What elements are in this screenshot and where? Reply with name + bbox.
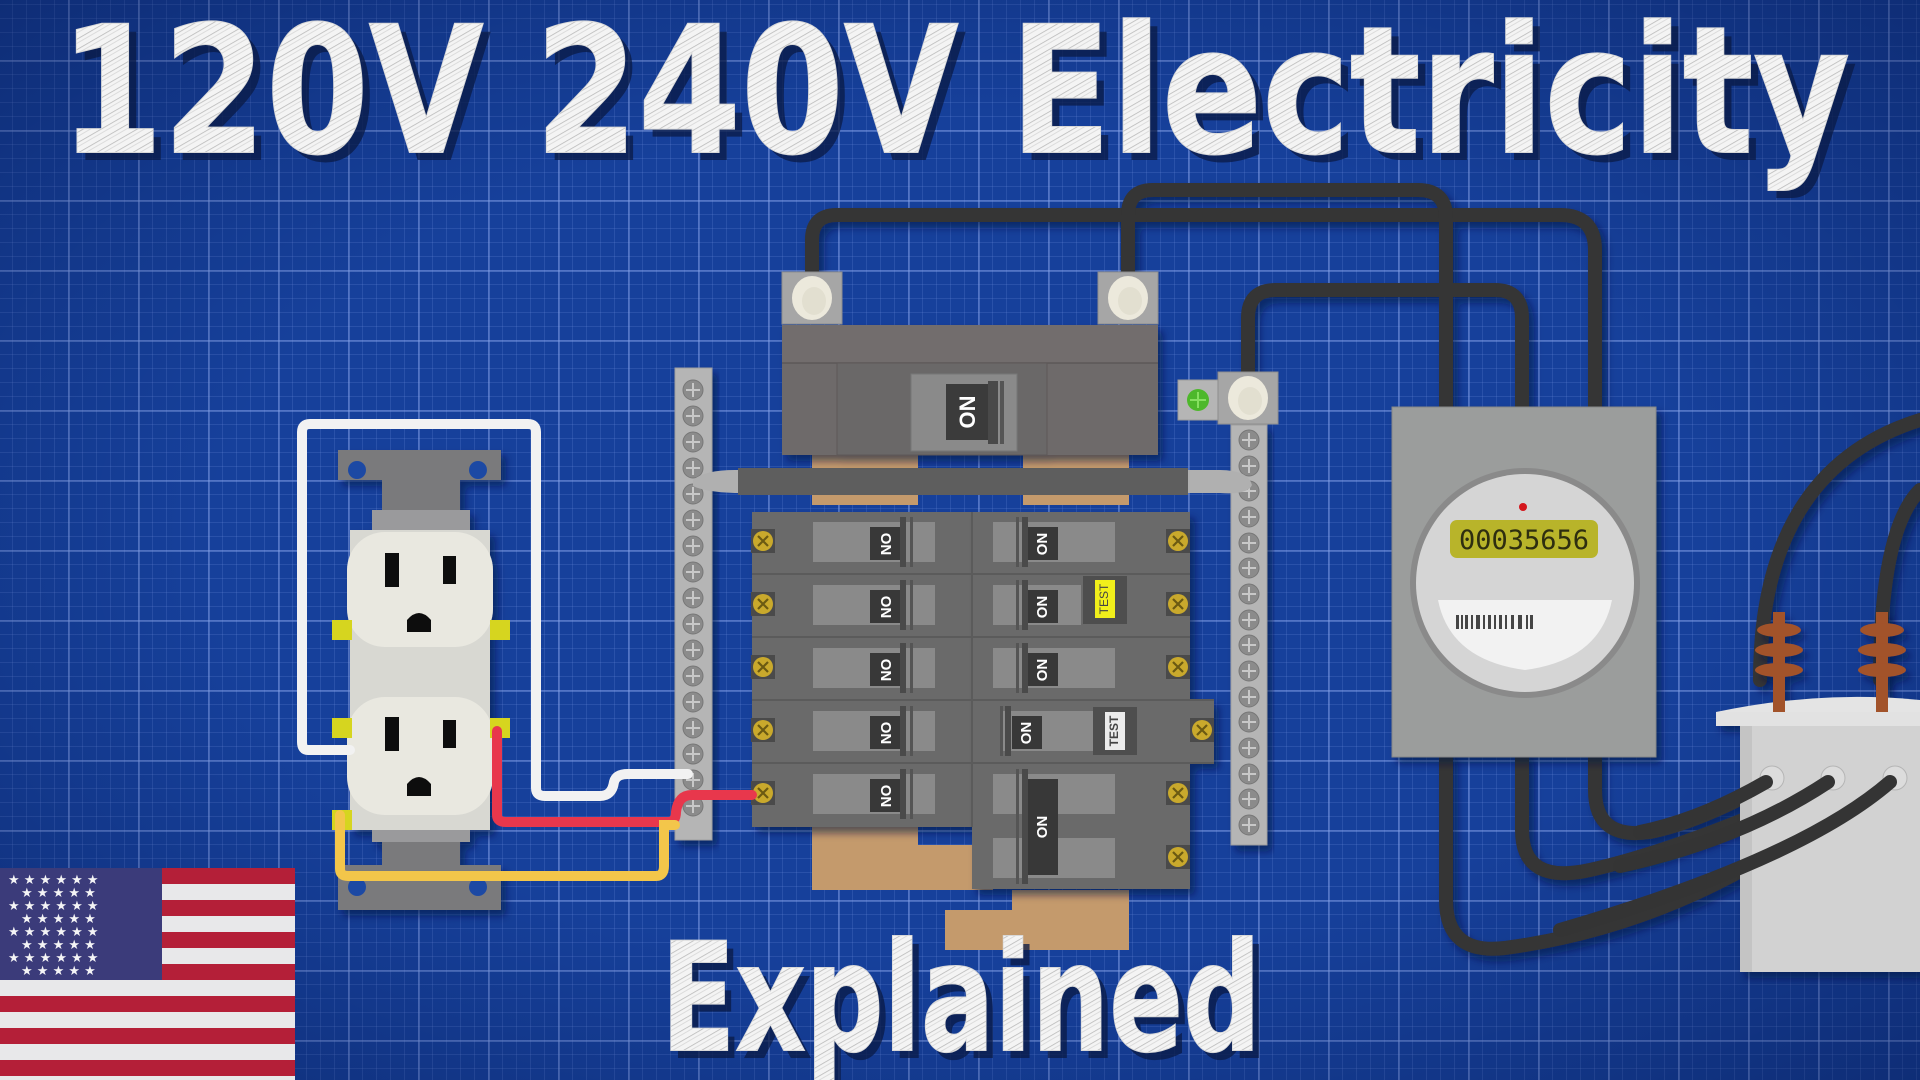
subtitle-block: Explained Explained: [660, 911, 1268, 1080]
main-breaker-label: ON: [955, 396, 980, 429]
breaker-right-3-label: ON: [1034, 659, 1051, 682]
meter-reading: 00035656: [1459, 525, 1589, 556]
title-shadow: 120V 240V Electricity: [68, 0, 1858, 202]
breaker-left-5-label: ON: [877, 785, 894, 808]
electric-meter: [1391, 406, 1657, 758]
breaker-right-1-label: ON: [1034, 533, 1051, 556]
breaker-right-1[interactable]: [971, 512, 1192, 827]
breaker-left-3-label: ON: [877, 659, 894, 682]
outlet-wires: [297, 419, 757, 881]
main-lug-left-icon: [781, 271, 843, 325]
gfci-test-button[interactable]: [1095, 580, 1115, 618]
subtitle-shadow: Explained: [668, 920, 1268, 1080]
breaker-left-4-label: ON: [877, 722, 894, 745]
breaker-left-5[interactable]: [749, 769, 935, 819]
duplex-receptacle: [338, 450, 501, 910]
bushing-icon: [1755, 612, 1906, 712]
breaker-right-4-label: ON: [1018, 722, 1035, 745]
breaker-right-2-label: ON: [1034, 596, 1051, 619]
barcode-icon: [1456, 615, 1533, 629]
breaker-right-5-double-pole[interactable]: [993, 769, 1192, 884]
breaker-right-2-gfci[interactable]: [972, 576, 1192, 638]
breaker-left-2[interactable]: [749, 580, 972, 638]
yellow-ground-wire: [335, 810, 680, 881]
svg-text:★ ★ ★ ★ ★: ★ ★ ★ ★ ★: [21, 938, 96, 953]
breaker-labels: ON ON ON ON ON ON ON ON ON ON TEST TEST: [877, 533, 1121, 839]
afci-test-label: TEST: [1107, 715, 1121, 746]
svg-text:★ ★ ★ ★ ★ ★: ★ ★ ★ ★ ★ ★: [8, 951, 99, 966]
us-flag-icon: ★ ★ ★ ★ ★ ★ ★ ★ ★ ★ ★ ★ ★ ★ ★ ★ ★ ★ ★ ★ …: [0, 868, 295, 1080]
meter-lcd: [1450, 520, 1598, 558]
main-lug-right-icon: [1097, 271, 1159, 325]
svg-text:★ ★ ★ ★ ★ ★: ★ ★ ★ ★ ★ ★: [8, 925, 99, 940]
neutral-bus-bridge: [693, 468, 1252, 495]
breaker-left-1-label: ON: [877, 533, 894, 556]
svg-text:★ ★ ★ ★ ★: ★ ★ ★ ★ ★: [21, 964, 96, 979]
svg-text:★ ★ ★ ★ ★ ★: ★ ★ ★ ★ ★ ★: [8, 873, 99, 888]
afci-test-button[interactable]: [1105, 712, 1125, 750]
title-block: 120V 240V Electricity 120V 240V Electric…: [59, 0, 1858, 202]
subtitle: Explained: [661, 912, 1261, 1080]
breaker-left-1[interactable]: [749, 517, 972, 575]
neutral-lug-icon: [1217, 371, 1279, 425]
breaker-left-4[interactable]: [749, 706, 972, 764]
breaker-right-4-afci[interactable]: [972, 706, 1216, 764]
page-title: 120V 240V Electricity: [60, 0, 1850, 194]
pole-transformer: [1716, 612, 1920, 972]
gfci-test-label: TEST: [1097, 583, 1111, 614]
breaker-left-3[interactable]: [749, 643, 972, 701]
breaker-right-5-label: ON: [1034, 816, 1051, 839]
ground-screw-icon: [1177, 379, 1219, 421]
breaker-left-2-label: ON: [877, 596, 894, 619]
red-led-icon: [1519, 503, 1527, 511]
white-neutral-wire: [297, 419, 693, 801]
main-breaker[interactable]: [782, 325, 1158, 456]
svg-text:★ ★ ★ ★ ★: ★ ★ ★ ★ ★: [21, 886, 96, 901]
breaker-right-3[interactable]: [972, 643, 1214, 701]
svg-text:★ ★ ★ ★ ★ ★: ★ ★ ★ ★ ★ ★: [8, 899, 99, 914]
neutral-bar-left-screws: [682, 379, 704, 817]
svg-text:★ ★ ★ ★ ★: ★ ★ ★ ★ ★: [21, 912, 96, 927]
